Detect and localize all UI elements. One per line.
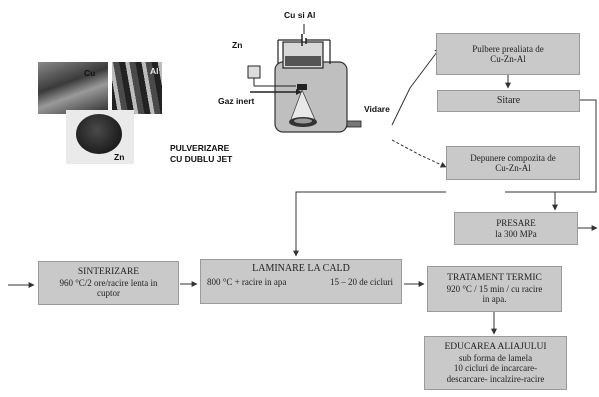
- gas-label: Gaz inert: [218, 96, 255, 106]
- aluminium-rods-photo: [112, 62, 162, 114]
- zinc-powder-photo: [66, 110, 134, 164]
- alloy-education-box: EDUCAREA ALIAJULUI sub forma de lamela 1…: [424, 336, 567, 390]
- prealloyed-powder-line1: Pulbere prealiata de: [472, 43, 544, 54]
- pressing-box: PRESARE la 300 MPa: [454, 212, 578, 245]
- zn-feeder: [247, 65, 261, 79]
- hot-rolling-box: LAMINARE LA CALD 800 °C + racire in apa …: [200, 259, 402, 304]
- pressing-line2: la 300 MPa: [495, 228, 537, 239]
- zinc-powder-pile: [76, 114, 122, 154]
- thermal-treatment-title: TRATAMENT TERMIC: [447, 273, 542, 284]
- arrow-to-pressing: [545, 191, 558, 211]
- apparatus-zn-label: Zn: [232, 40, 243, 50]
- composite-deposit-line1: Depunere compozita de: [470, 152, 556, 163]
- composite-deposit-box: Depunere compozita de Cu-Zn-Al: [446, 146, 580, 180]
- alloy-education-line2: sub forma de lamela: [458, 352, 533, 363]
- prealloyed-powder-box: Pulbere prealiata de Cu-Zn-Al: [436, 33, 580, 75]
- arrow-to-powder: [391, 47, 441, 126]
- cu-label: Cu: [84, 68, 96, 78]
- pressing-title: PRESARE: [496, 218, 536, 229]
- composite-deposit-line2: Cu-Zn-Al: [495, 163, 531, 173]
- prealloyed-powder-line2: Cu-Zn-Al: [490, 54, 526, 64]
- vacuum-label: Vidare: [364, 104, 390, 114]
- alloy-education-title: EDUCAREA ALIAJULUI: [444, 342, 547, 353]
- hot-rolling-line2: 800 °C + racire in apa: [207, 276, 287, 287]
- molten-metal: [285, 56, 321, 66]
- thermal-treatment-line2: 920 °C / 15 min / cu racire: [446, 284, 543, 295]
- sieving-box: Sitare: [437, 90, 580, 112]
- hot-rolling-cycles: 15 – 20 de cicluri: [330, 276, 393, 287]
- arrow-to-deposit: [391, 139, 447, 168]
- sieving-title: Sitare: [496, 95, 521, 107]
- sintering-title: SINTERIZARE: [77, 267, 140, 278]
- hot-rolling-title: LAMINARE LA CALD: [252, 263, 350, 274]
- apparatus-top-label: Cu si Al: [284, 10, 316, 20]
- copper-rods-photo: [38, 62, 108, 114]
- alloy-education-line3: 10 cicluri de incarcare-: [453, 363, 538, 374]
- thermal-treatment-box: TRATAMENT TERMIC 920 °C / 15 min / cu ra…: [427, 266, 562, 312]
- sintering-box: SINTERIZARE 960 °C/2 ore/racire lenta in…: [38, 261, 179, 305]
- alloy-education-line4: descarcare- incalzire-racire: [446, 373, 545, 384]
- sintering-line2: 960 °C/2 ore/racire lenta in: [59, 278, 158, 289]
- process-label-line2: CU DUBLU JET: [170, 154, 233, 164]
- process-label-line1: PULVERIZARE: [170, 143, 230, 153]
- sintering-line3: cuptor: [97, 288, 120, 299]
- thermal-treatment-line3: in apa.: [482, 294, 507, 305]
- arrow-deposit-to-rolling: [293, 191, 446, 257]
- al-label: Al: [150, 66, 159, 76]
- zn-label: Zn: [114, 152, 125, 162]
